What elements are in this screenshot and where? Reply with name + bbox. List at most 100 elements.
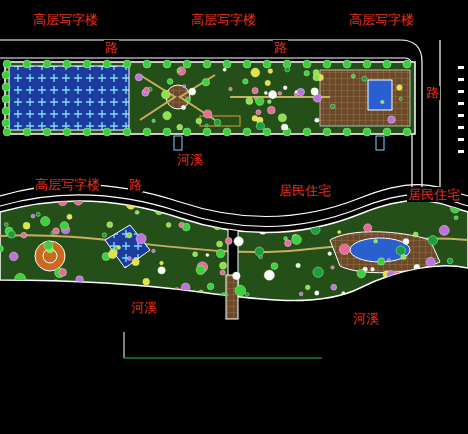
tree bbox=[331, 266, 334, 269]
tree bbox=[268, 90, 276, 98]
tree bbox=[183, 60, 191, 68]
map-label: 高层写字楼 bbox=[190, 12, 257, 27]
tree bbox=[414, 264, 420, 270]
tree bbox=[323, 128, 331, 136]
tree bbox=[174, 205, 181, 212]
tree bbox=[60, 222, 69, 231]
map-label: 河溪 bbox=[352, 311, 380, 326]
bridge bbox=[174, 136, 384, 150]
tree bbox=[278, 114, 286, 122]
tree bbox=[242, 220, 246, 224]
tree bbox=[58, 197, 67, 206]
tree bbox=[152, 249, 156, 253]
tree bbox=[343, 60, 351, 68]
tree bbox=[426, 257, 435, 266]
tree bbox=[43, 60, 51, 68]
tree bbox=[83, 60, 91, 68]
tree bbox=[383, 128, 391, 136]
tree bbox=[264, 91, 267, 94]
tree bbox=[83, 128, 91, 136]
tree bbox=[183, 128, 191, 136]
tree bbox=[114, 247, 118, 251]
map-label: 河溪 bbox=[130, 300, 158, 315]
tree bbox=[126, 200, 135, 209]
tree bbox=[403, 128, 411, 136]
tree bbox=[396, 246, 405, 255]
tree bbox=[203, 128, 211, 136]
tree bbox=[31, 214, 35, 218]
tree bbox=[23, 60, 31, 68]
tree bbox=[214, 119, 221, 126]
tree bbox=[63, 60, 71, 68]
tree bbox=[397, 85, 403, 91]
tree bbox=[234, 237, 243, 246]
tree bbox=[447, 275, 457, 285]
tree bbox=[294, 93, 298, 97]
tree bbox=[107, 222, 113, 228]
tree bbox=[260, 213, 270, 223]
tree bbox=[371, 267, 375, 271]
tree bbox=[132, 258, 139, 265]
tree bbox=[256, 110, 261, 115]
tree bbox=[0, 294, 6, 302]
map-label: 居民住宅 bbox=[278, 183, 332, 198]
tree bbox=[323, 60, 331, 68]
tree bbox=[235, 285, 246, 296]
tree bbox=[351, 74, 355, 78]
tree bbox=[263, 128, 271, 136]
tree bbox=[196, 266, 205, 275]
tree bbox=[363, 128, 371, 136]
tree bbox=[450, 203, 460, 213]
tree bbox=[189, 88, 196, 95]
tree bbox=[454, 216, 458, 220]
tree bbox=[186, 97, 191, 102]
tree bbox=[53, 228, 59, 234]
tree bbox=[177, 124, 183, 130]
tree bbox=[399, 97, 402, 100]
tree bbox=[364, 224, 372, 232]
tree bbox=[388, 116, 395, 123]
tree bbox=[403, 60, 411, 68]
tree bbox=[296, 263, 301, 268]
tree bbox=[413, 232, 418, 237]
tree bbox=[2, 71, 10, 79]
tree bbox=[2, 95, 10, 103]
tree bbox=[73, 195, 83, 205]
tree bbox=[267, 106, 275, 114]
tree bbox=[439, 225, 449, 235]
tree bbox=[205, 124, 208, 127]
tree bbox=[127, 257, 131, 261]
tree bbox=[9, 252, 18, 261]
tree bbox=[443, 274, 447, 278]
tree bbox=[357, 269, 366, 278]
map-label: 河溪 bbox=[176, 152, 204, 167]
tree bbox=[428, 236, 438, 246]
tree bbox=[367, 199, 374, 206]
tree bbox=[2, 119, 10, 127]
tree bbox=[2, 83, 10, 91]
tree bbox=[256, 122, 264, 130]
map-label: 路 bbox=[128, 177, 143, 192]
tree bbox=[258, 225, 267, 234]
tree bbox=[288, 222, 295, 229]
tree bbox=[403, 238, 409, 244]
tree bbox=[387, 258, 390, 261]
tree bbox=[4, 223, 8, 227]
tree bbox=[136, 234, 146, 244]
tree bbox=[245, 292, 249, 296]
tree bbox=[206, 253, 209, 256]
tree bbox=[288, 213, 291, 216]
tree bbox=[292, 235, 302, 245]
tree bbox=[183, 85, 186, 88]
tree bbox=[160, 261, 164, 265]
tree bbox=[220, 262, 227, 269]
tree bbox=[447, 258, 453, 264]
tree bbox=[144, 87, 150, 93]
tree bbox=[23, 222, 30, 229]
tree bbox=[311, 88, 319, 96]
tree bbox=[59, 269, 67, 277]
tree bbox=[103, 128, 111, 136]
tree bbox=[281, 124, 288, 130]
tree bbox=[251, 68, 260, 77]
